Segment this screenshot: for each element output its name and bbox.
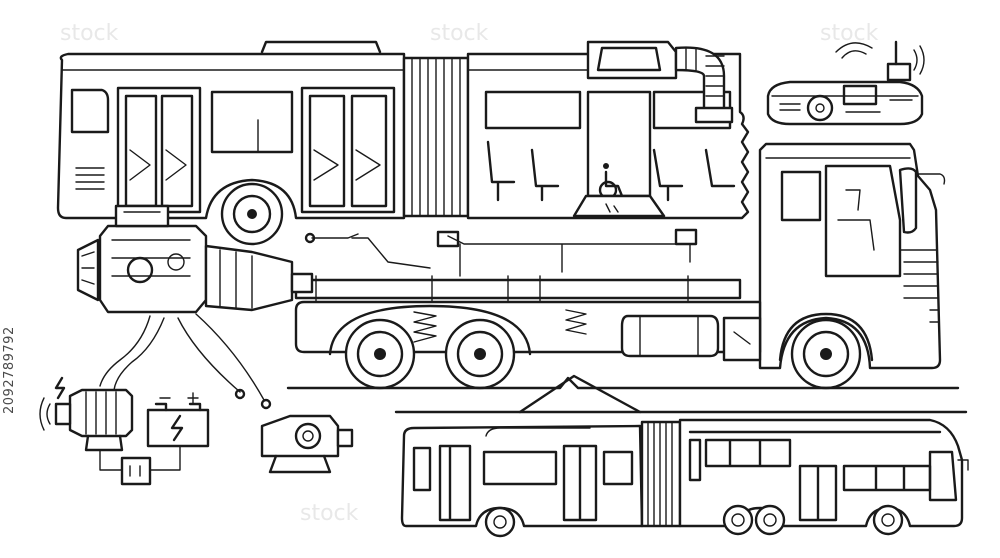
bus-wheel xyxy=(754,504,786,536)
watermark-text: stock xyxy=(60,21,119,46)
bus-wheel xyxy=(484,506,516,538)
gps-unit-icon xyxy=(886,62,912,82)
watermark-text: stock xyxy=(820,21,879,46)
lightning-icon xyxy=(170,414,184,442)
transmission xyxy=(204,244,294,312)
drivetrain-components xyxy=(39,313,354,486)
dashboard xyxy=(766,40,925,126)
bus-wheel xyxy=(872,504,904,536)
steering-wheel-icon xyxy=(806,94,834,122)
controller-box xyxy=(120,456,152,486)
engine xyxy=(76,204,314,314)
gearbox xyxy=(260,414,340,458)
small-articulated-bus xyxy=(394,374,969,538)
articulated-bus-cutaway xyxy=(56,40,750,246)
lightning-icon xyxy=(54,376,66,400)
engine-fan xyxy=(76,238,100,302)
electric-motor xyxy=(68,388,134,438)
watermark-text: stock xyxy=(300,501,359,526)
fuel-tank xyxy=(620,314,720,358)
bus-wheel xyxy=(722,504,754,536)
wheelchair-ramp xyxy=(572,194,666,218)
drive-shaft xyxy=(294,278,742,300)
truck-cab xyxy=(758,142,942,370)
truck-chassis xyxy=(286,142,960,390)
watermark-text: stock xyxy=(430,21,489,46)
stock-image-id: 2092789792 xyxy=(2,326,17,414)
